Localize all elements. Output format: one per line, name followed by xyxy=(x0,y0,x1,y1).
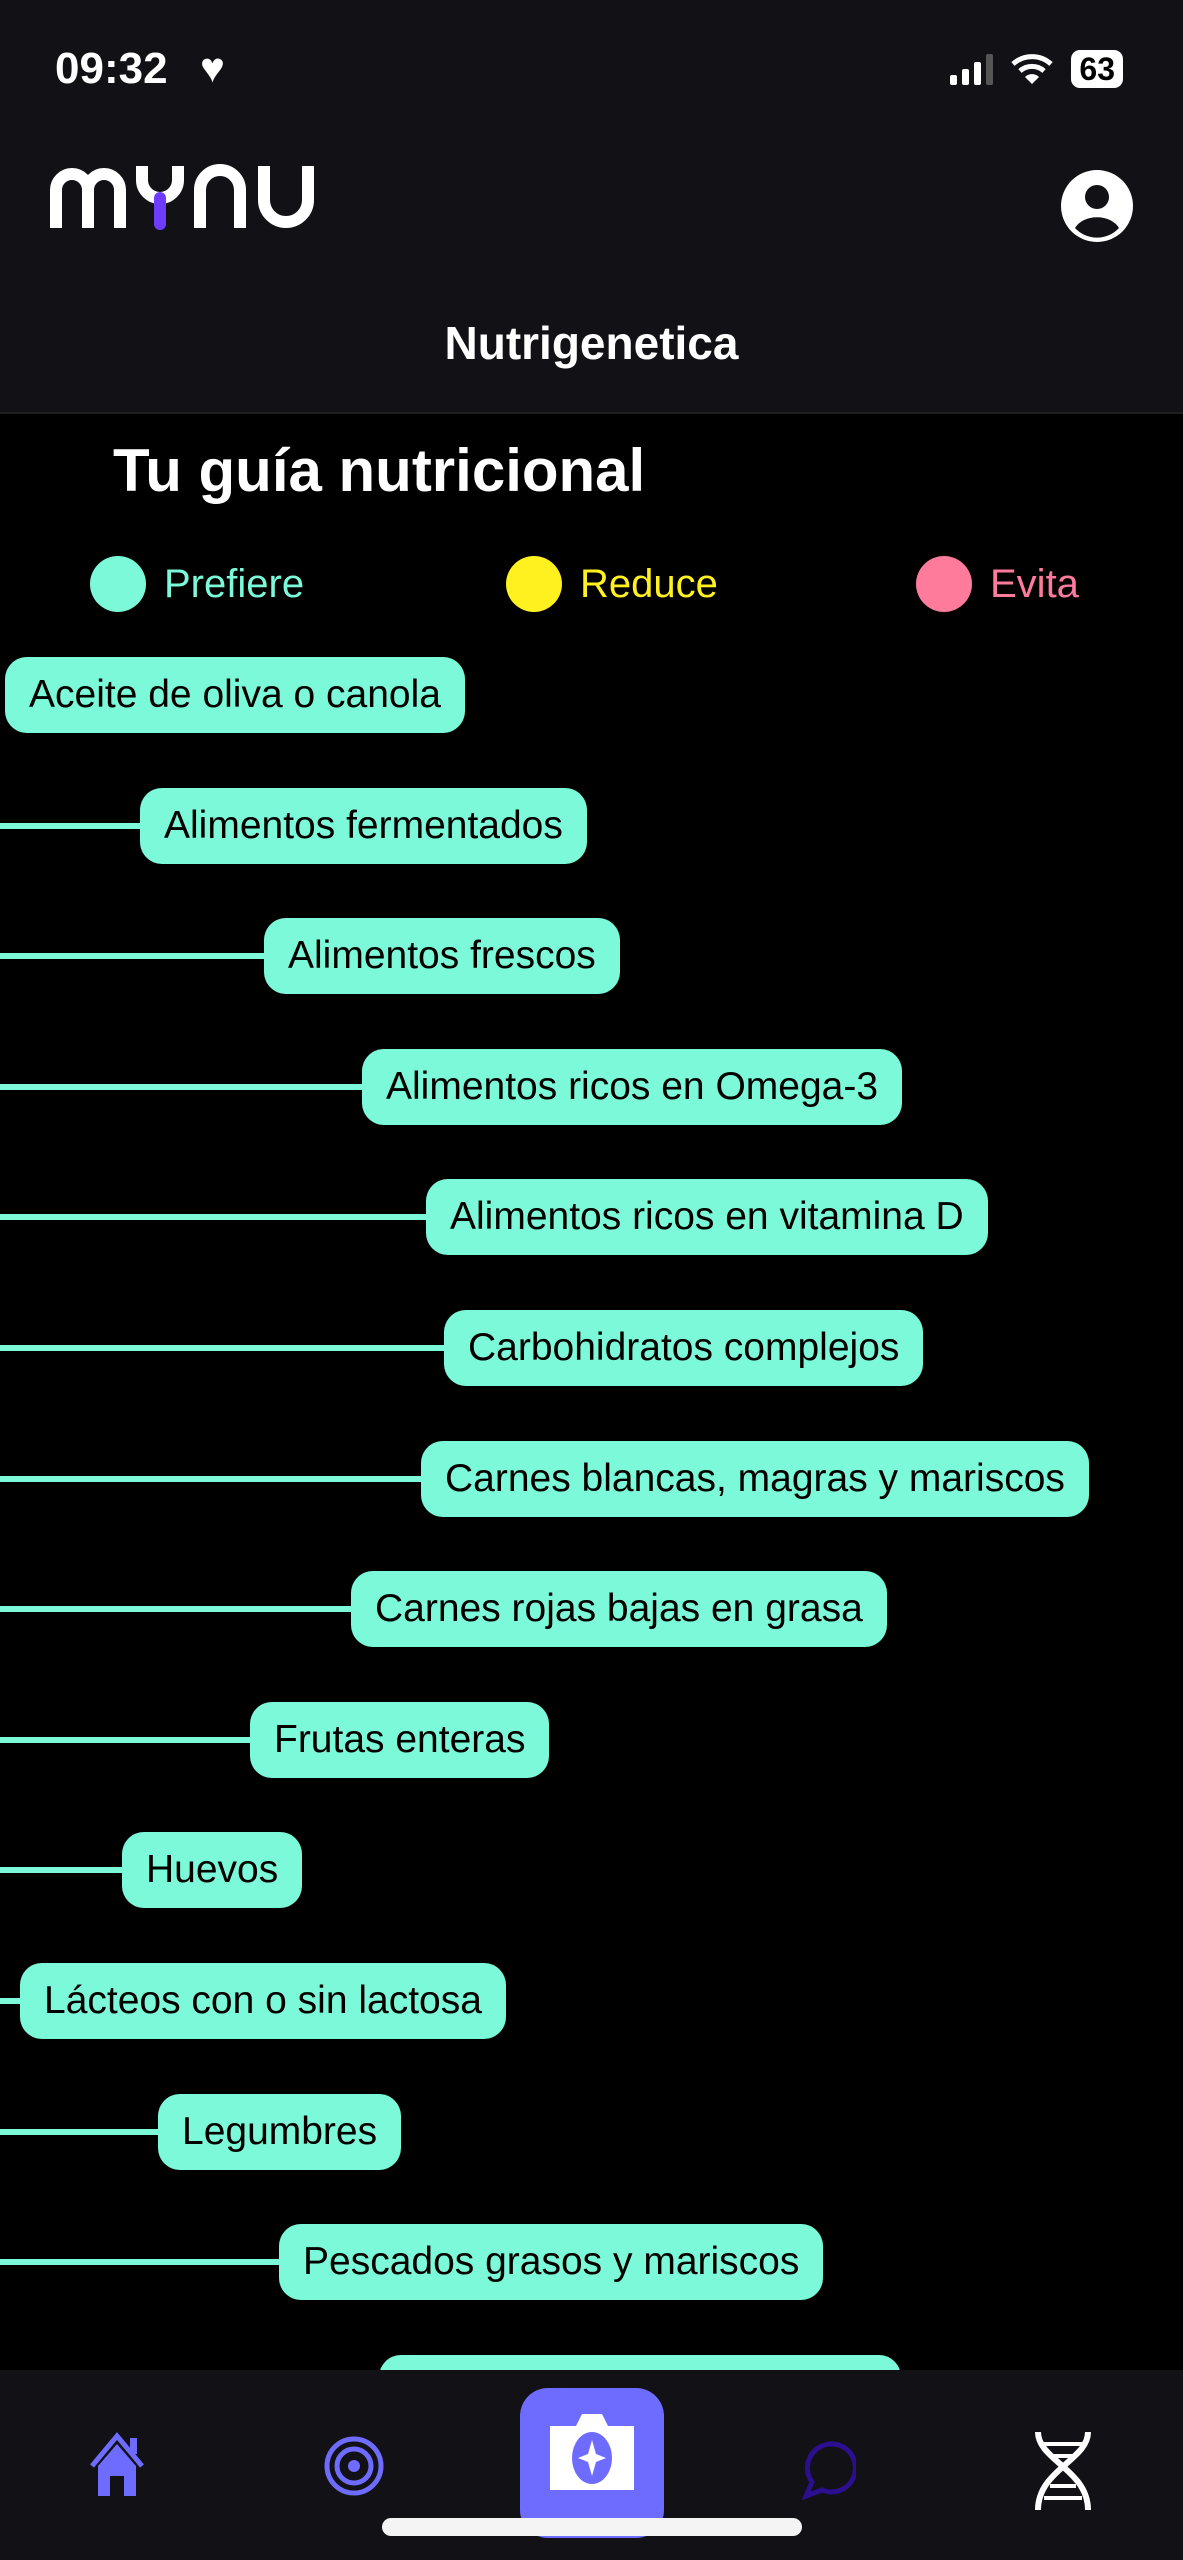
heart-icon: ♥ xyxy=(200,44,225,91)
food-pill[interactable]: Legumbres xyxy=(158,2093,402,2170)
top-bar: 09:32 ♥ 63 Nutrigenetica xyxy=(0,0,1183,414)
connector-line xyxy=(0,2259,289,2266)
food-pill[interactable]: Frutas enteras xyxy=(250,1701,550,1778)
connector-line xyxy=(0,1214,436,1221)
home-indicator[interactable] xyxy=(382,2518,802,2536)
food-pill[interactable]: Alimentos ricos en vitamina D xyxy=(426,1179,988,1256)
connector-line xyxy=(0,1345,454,1351)
dna-icon[interactable] xyxy=(1032,2430,1094,2512)
food-pill[interactable]: Huevos xyxy=(122,1832,303,1909)
guide-title: Tu guía nutricional xyxy=(113,437,646,504)
food-pill[interactable]: Lácteos con o sin lactosa xyxy=(20,1963,506,2039)
target-icon[interactable] xyxy=(323,2434,385,2498)
home-icon[interactable] xyxy=(88,2432,146,2498)
signal-icon xyxy=(950,53,994,85)
connector-line xyxy=(0,822,150,829)
connector-line xyxy=(0,1606,361,1613)
food-pill[interactable]: Carnes rojas bajas en grasa xyxy=(351,1571,887,1648)
status-icons: 63 xyxy=(950,50,1123,88)
food-item: Lácteos con o sin lactosa xyxy=(0,1963,1183,2039)
connector-line xyxy=(0,1736,260,1743)
legend-label: Reduce xyxy=(580,561,718,606)
camera-sparkle-icon[interactable] xyxy=(520,2388,664,2538)
food-item: Carbohidratos complejos xyxy=(0,1310,1183,1386)
legend-reduce: Reduce xyxy=(506,556,718,612)
legend-dot-reduce xyxy=(506,556,562,612)
food-pill[interactable]: Alimentos ricos en Omega-3 xyxy=(362,1048,903,1125)
food-pill[interactable]: Carbohidratos complejos xyxy=(444,1310,924,1386)
food-pill[interactable]: Alimentos frescos xyxy=(264,918,620,995)
connector-line xyxy=(0,1083,372,1090)
battery-level: 63 xyxy=(1071,50,1123,88)
legend-label: Evita xyxy=(990,561,1079,606)
food-item: Carnes rojas bajas en grasa xyxy=(0,1571,1183,1648)
status-time: 09:32 xyxy=(55,44,168,93)
food-pill[interactable]: Aceite de oliva o canola xyxy=(5,657,465,733)
food-item: Carnes blancas, magras y mariscos xyxy=(0,1440,1183,1517)
food-item: Alimentos fermentados xyxy=(0,787,1183,864)
food-item: Huevos xyxy=(0,1832,1183,1909)
connector-line xyxy=(0,953,274,960)
legend-prefiere: Prefiere xyxy=(90,556,304,612)
connector-line xyxy=(0,2128,168,2135)
profile-icon[interactable] xyxy=(1061,170,1133,242)
food-pill[interactable]: Alimentos fermentados xyxy=(140,787,587,864)
food-pill[interactable]: Pescados grasos y mariscos xyxy=(279,2224,824,2301)
chat-icon[interactable] xyxy=(800,2438,856,2500)
mynu-logo xyxy=(50,164,314,230)
food-pill[interactable]: Carnes blancas, magras y mariscos xyxy=(421,1440,1089,1517)
food-item: Pescados grasos y mariscos xyxy=(0,2224,1183,2301)
legend-evita: Evita xyxy=(916,556,1079,612)
page-title: Nutrigenetica xyxy=(444,317,739,369)
legend-dot-prefiere xyxy=(90,556,146,612)
food-item: Alimentos frescos xyxy=(0,918,1183,995)
food-item: Alimentos ricos en vitamina D xyxy=(0,1179,1183,1256)
connector-line xyxy=(0,1998,30,2004)
food-item: Aceite de oliva o canola xyxy=(0,657,1183,733)
legend-dot-evita xyxy=(916,556,972,612)
food-item: Alimentos ricos en Omega-3 xyxy=(0,1048,1183,1125)
connector-line xyxy=(0,1867,132,1874)
wifi-icon xyxy=(1011,54,1054,84)
food-item: Frutas enteras xyxy=(0,1701,1183,1778)
legend-label: Prefiere xyxy=(164,561,305,606)
food-item: Legumbres xyxy=(0,2093,1183,2170)
connector-line xyxy=(0,1475,431,1482)
